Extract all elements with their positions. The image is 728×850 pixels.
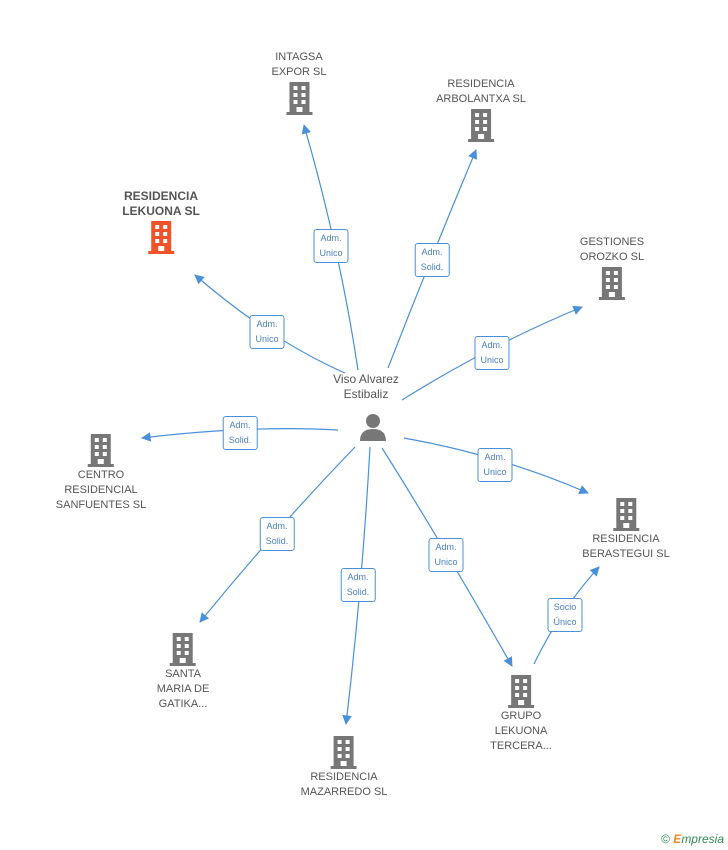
brand-footer[interactable]: © Empresia: [661, 832, 724, 846]
company-label: RESIDENCIA: [447, 78, 515, 90]
edge-label-intagsa[interactable]: Adm.Unico: [313, 229, 349, 263]
company-intagsa[interactable]: INTAGSA EXPOR SL: [271, 50, 327, 116]
company-label: EXPOR SL: [271, 66, 327, 78]
building-icon: [468, 109, 494, 142]
building-icon: [330, 736, 357, 769]
brand-logo-text: mpresia: [681, 832, 724, 846]
company-label: GRUPO: [500, 710, 542, 722]
company-sanfuentes[interactable]: CENTRO RESIDENCIAL SANFUENTES SL: [56, 432, 146, 513]
company-label: CENTRO: [77, 469, 125, 481]
company-label: GATIKA...: [158, 698, 208, 710]
edge-label-gatika[interactable]: Adm.Solid.: [259, 517, 295, 551]
company-label: MAZARREDO SL: [300, 786, 388, 798]
edge-label-lekuona[interactable]: Adm.Unico: [249, 315, 285, 349]
edge-label-orozko[interactable]: Adm.Unico: [474, 336, 510, 370]
company-label: RESIDENCIAL: [64, 484, 138, 496]
company-label: MARIA DE: [156, 683, 210, 695]
building-icon: [612, 498, 639, 531]
edge-label-arbolantxa[interactable]: Adm.Solid.: [414, 243, 450, 277]
company-label: LEKUONA SL: [122, 204, 200, 218]
brand-logo-e: E: [673, 832, 682, 846]
person-icon[interactable]: [358, 412, 388, 442]
company-label: INTAGSA: [275, 51, 323, 63]
building-icon: [286, 82, 312, 115]
company-label: SANFUENTES SL: [55, 499, 147, 511]
company-label: BERASTEGUI SL: [582, 548, 670, 560]
person-name[interactable]: Viso Alvarez Estibaliz: [333, 372, 399, 401]
edge-label-sanfuentes[interactable]: Adm.Solid.: [222, 416, 258, 450]
company-label: SANTA: [165, 668, 201, 680]
company-label: RESIDENCIA: [310, 771, 378, 783]
building-icon: [169, 633, 196, 666]
company-gatika[interactable]: SANTA MARIA DE GATIKA...: [156, 631, 210, 712]
edge-label-mazarredo[interactable]: Adm.Solid.: [340, 568, 376, 602]
edge-label-berastegui[interactable]: Adm.Unico: [477, 448, 513, 482]
edge-label-tercera[interactable]: Adm.Unico: [428, 538, 464, 572]
company-label: GESTIONES: [579, 236, 645, 248]
company-lekuona[interactable]: RESIDENCIA LEKUONA SL: [122, 189, 200, 255]
company-arbolantxa[interactable]: RESIDENCIA ARBOLANTXA SL: [436, 77, 526, 143]
company-label: TERCERA...: [490, 740, 552, 752]
company-label: RESIDENCIA: [123, 189, 198, 203]
building-icon: [148, 221, 174, 254]
company-label: OROZKO SL: [579, 251, 645, 263]
company-label: LEKUONA: [494, 725, 548, 737]
company-berastegui[interactable]: RESIDENCIA BERASTEGUI SL: [582, 496, 670, 562]
company-label: ARBOLANTXA SL: [436, 93, 526, 105]
copyright-icon: ©: [661, 832, 670, 846]
building-icon: [507, 675, 534, 708]
company-mazarredo[interactable]: RESIDENCIA MAZARREDO SL: [300, 734, 388, 800]
building-icon: [599, 267, 625, 300]
company-tercera[interactable]: GRUPO LEKUONA TERCERA...: [490, 673, 552, 754]
company-label: RESIDENCIA: [592, 533, 660, 545]
company-orozko[interactable]: GESTIONES OROZKO SL: [580, 235, 644, 301]
building-icon: [88, 434, 114, 467]
